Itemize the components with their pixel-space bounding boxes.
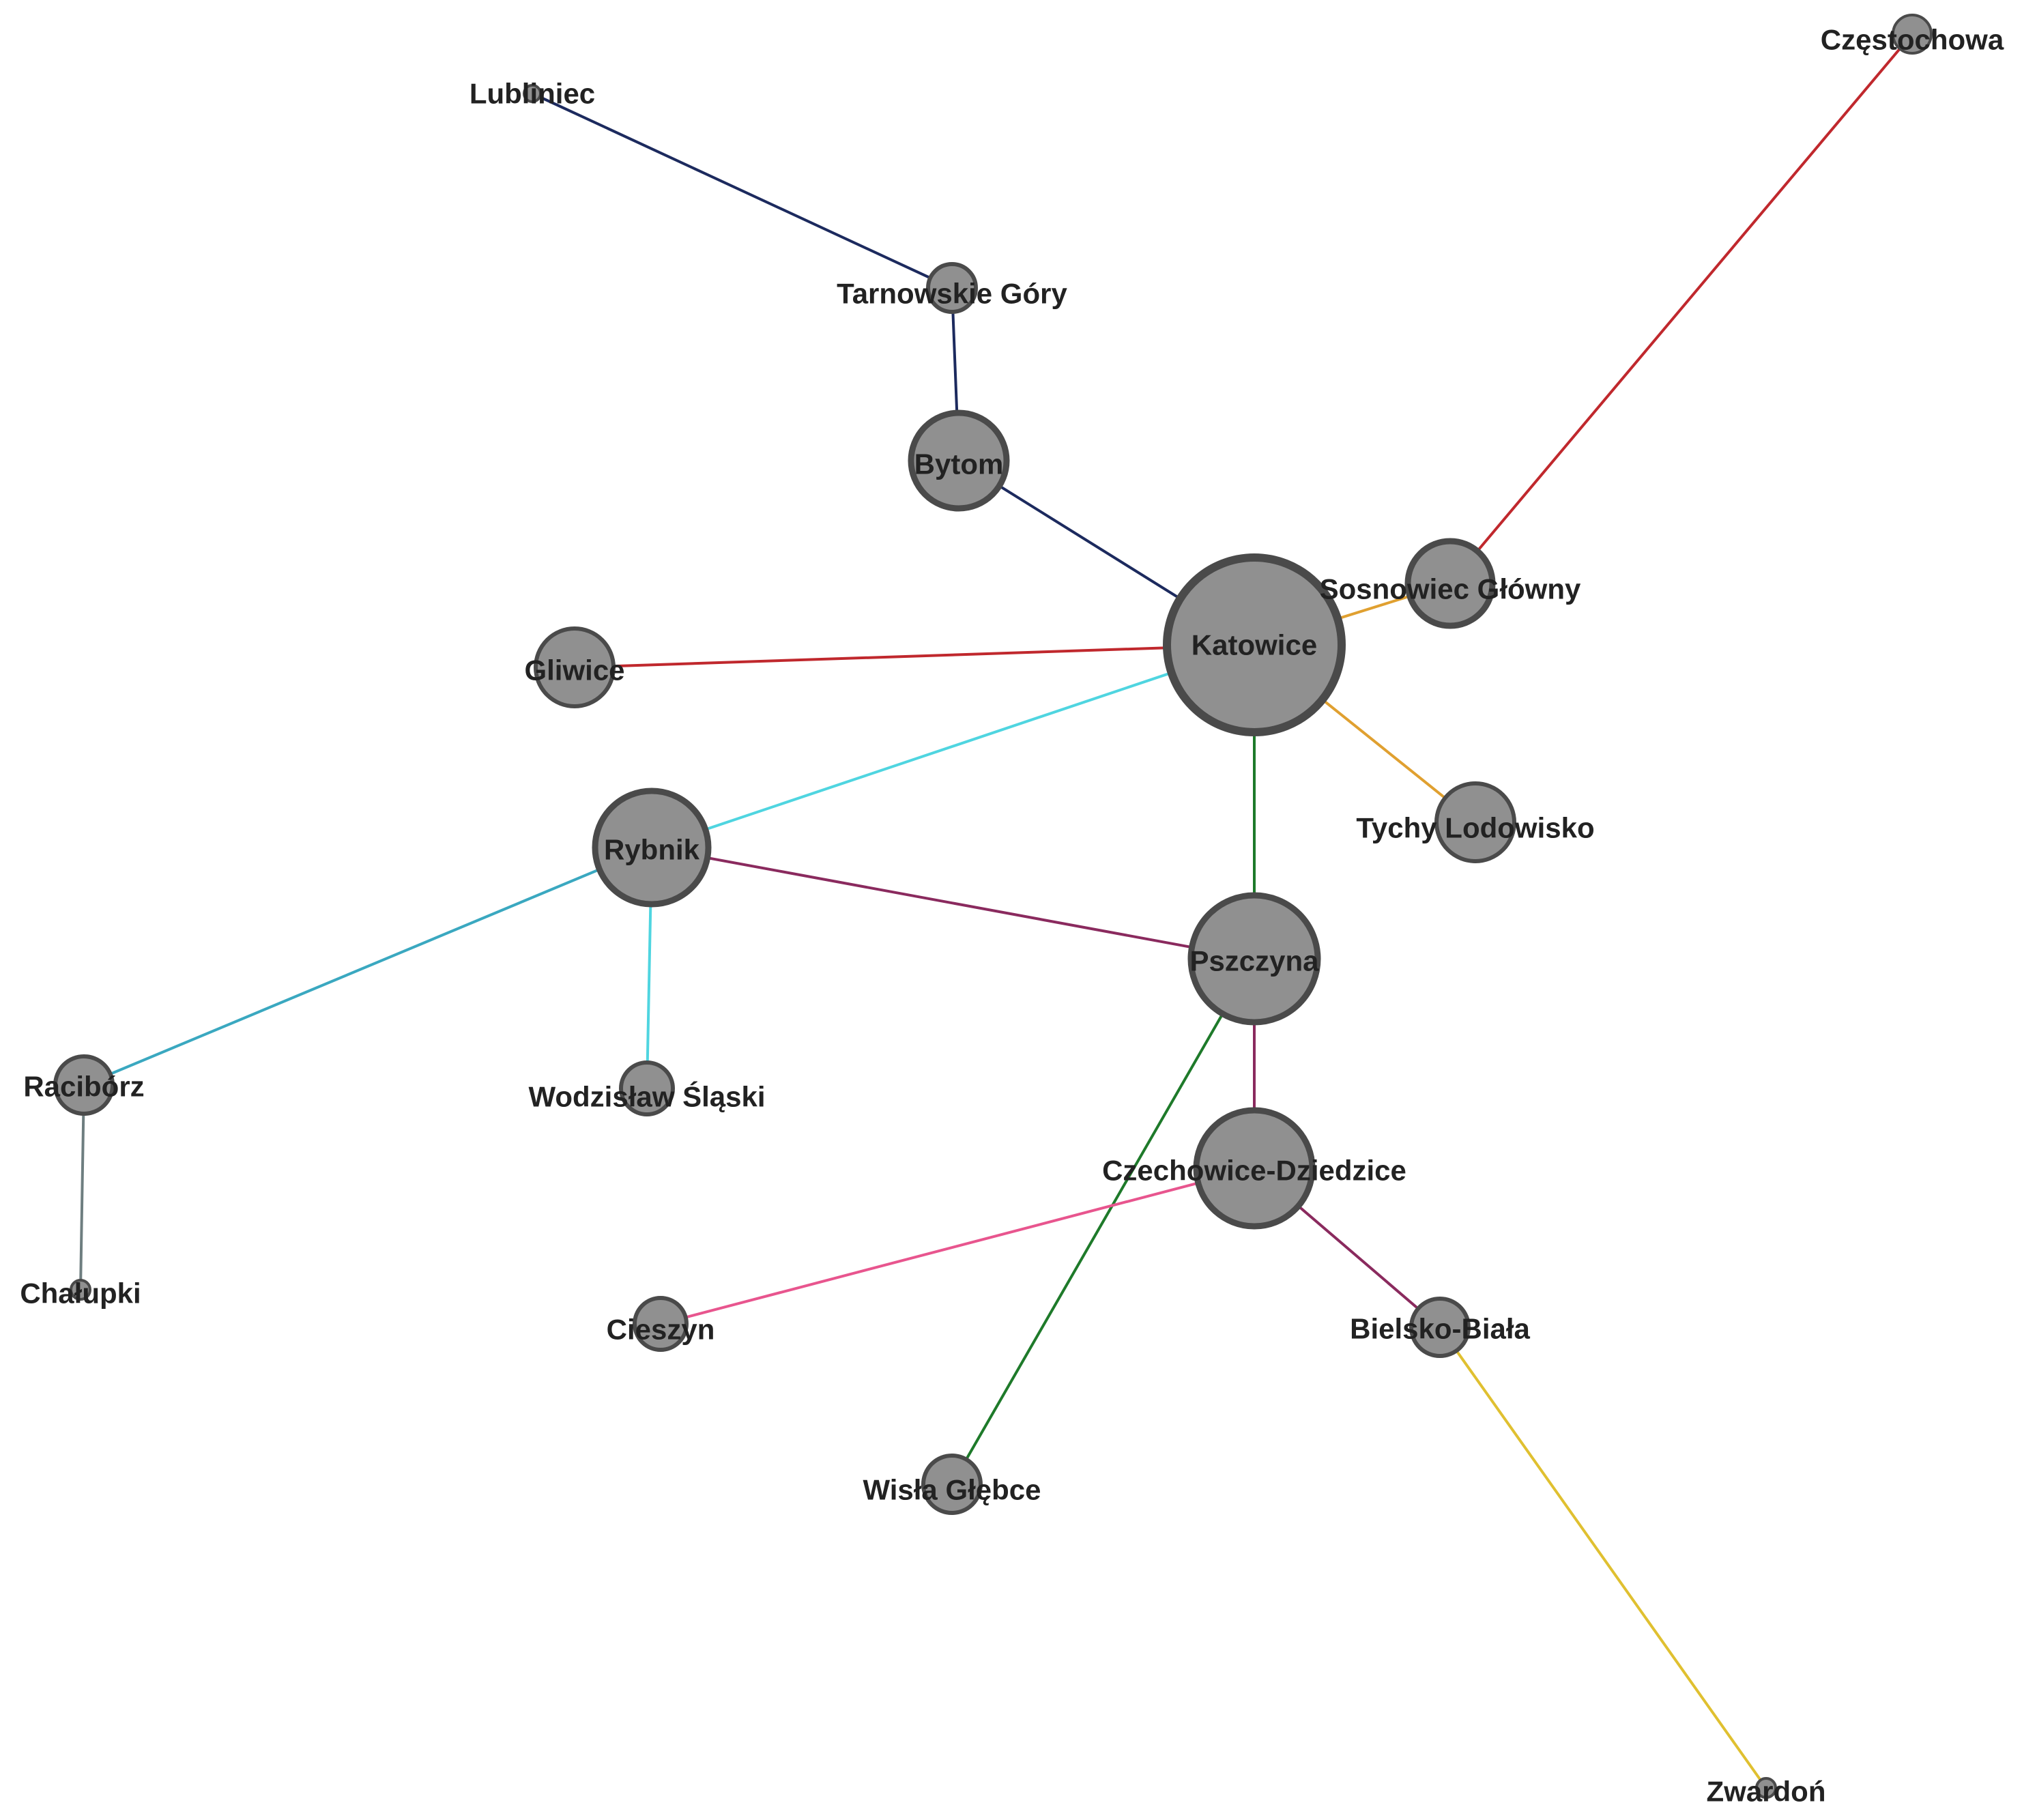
node-label-tychy-lodowisko: Tychy Lodowisko [1356, 812, 1594, 844]
node-label-katowice: Katowice [1191, 629, 1317, 661]
node-label-cieszyn: Cieszyn [607, 1314, 715, 1346]
nodes-layer [53, 14, 1933, 1799]
node-label-rybnik: Rybnik [604, 834, 700, 866]
node-lubliniec[interactable] [523, 84, 542, 103]
edge-katowice-rybnik [651, 644, 1255, 849]
node-cieszyn[interactable] [633, 1296, 689, 1352]
node-czechowice-dziedzice[interactable] [1193, 1107, 1316, 1230]
node-zwardon[interactable] [1755, 1777, 1777, 1799]
node-sosnowiec-glowny[interactable] [1404, 538, 1496, 629]
node-tychy-lodowisko[interactable] [1434, 781, 1516, 863]
node-label-bytom: Bytom [914, 448, 1004, 480]
node-label-tarnowskie-gory: Tarnowskie Góry [837, 278, 1067, 310]
edge-raciborz-chalupki [79, 1084, 85, 1290]
node-label-pszczyna: Pszczyna [1189, 945, 1319, 977]
edge-bielsko-biala-zwardon [1439, 1326, 1767, 1789]
node-wisla-glebce[interactable] [921, 1454, 983, 1515]
node-raciborz[interactable] [53, 1054, 115, 1116]
node-label-lubliniec: Lubliniec [470, 78, 595, 110]
node-label-bielsko-biala: Bielsko-Biała [1350, 1313, 1530, 1345]
node-bytom[interactable] [908, 409, 1010, 512]
node-katowice[interactable] [1163, 553, 1346, 736]
edge-pszczyna-wisla-glebce [951, 958, 1256, 1485]
node-bielsko-biala[interactable] [1409, 1297, 1471, 1358]
node-label-raciborz: Racibórz [23, 1071, 144, 1103]
node-label-chalupki: Chałupki [20, 1277, 141, 1310]
node-chalupki[interactable] [70, 1279, 91, 1301]
node-wodzislaw-slaski[interactable] [619, 1060, 675, 1116]
node-label-gliwice: Gliwice [524, 654, 624, 687]
node-rybnik[interactable] [592, 788, 712, 908]
node-tarnowskie-gory[interactable] [926, 262, 978, 314]
node-czestochowa[interactable] [1892, 14, 1933, 55]
node-pszczyna[interactable] [1187, 892, 1321, 1026]
node-gliwice[interactable] [534, 626, 616, 708]
node-label-czechowice-dziedzice: Czechowice-Dziedzice [1102, 1155, 1406, 1187]
edge-gliwice-katowice [574, 644, 1255, 669]
node-label-sosnowiec-glowny: Sosnowiec Główny [1320, 573, 1581, 605]
node-label-wodzislaw-slaski: Wodzisław Śląski [528, 1080, 765, 1113]
node-label-zwardon: Zwardoń [1707, 1776, 1826, 1808]
node-label-wisla-glebce: Wisła Głębce [863, 1474, 1041, 1506]
edge-rybnik-pszczyna [651, 846, 1255, 960]
node-label-czestochowa: Częstochowa [1821, 24, 2004, 56]
edge-czechowice-dziedzice-cieszyn [660, 1167, 1255, 1325]
edge-czestochowa-sosnowiec-glowny [1449, 33, 1913, 585]
edge-lubliniec-tarnowskie-gory [532, 92, 953, 289]
edge-rybnik-raciborz [83, 846, 652, 1086]
